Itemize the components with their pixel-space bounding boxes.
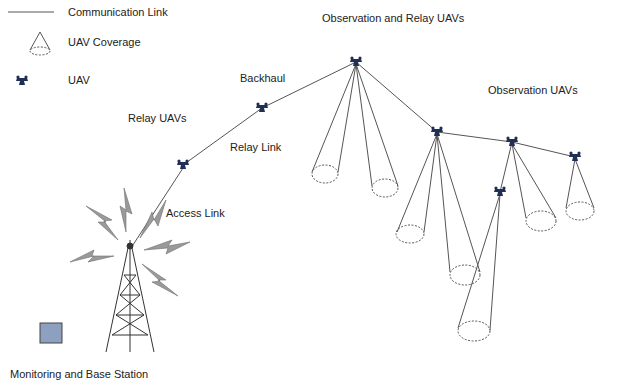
diagram-label: Monitoring and Base Station (10, 368, 148, 381)
diagram-label: Observation and Relay UAVs (322, 12, 464, 25)
diagram-label: Access Link (166, 207, 225, 220)
coverage-cones (312, 64, 594, 341)
uav-icons (177, 56, 581, 196)
base-station-tower (106, 240, 154, 352)
legend-coverage-sample (30, 32, 50, 55)
monitoring-computer (40, 323, 62, 343)
legend-uav-sample (16, 75, 28, 85)
legend-link-sample (8, 12, 54, 13)
diagram-label: Observation UAVs (488, 84, 578, 97)
diagram-label: Backhaul (240, 72, 285, 85)
signal-bolts (70, 188, 190, 296)
legend-text: UAV (68, 74, 90, 87)
legend-text: Communication Link (68, 6, 168, 19)
diagram-label: Relay Link (230, 141, 281, 154)
legend-text: UAV Coverage (68, 36, 141, 49)
diagram-label: Relay UAVs (128, 112, 186, 125)
